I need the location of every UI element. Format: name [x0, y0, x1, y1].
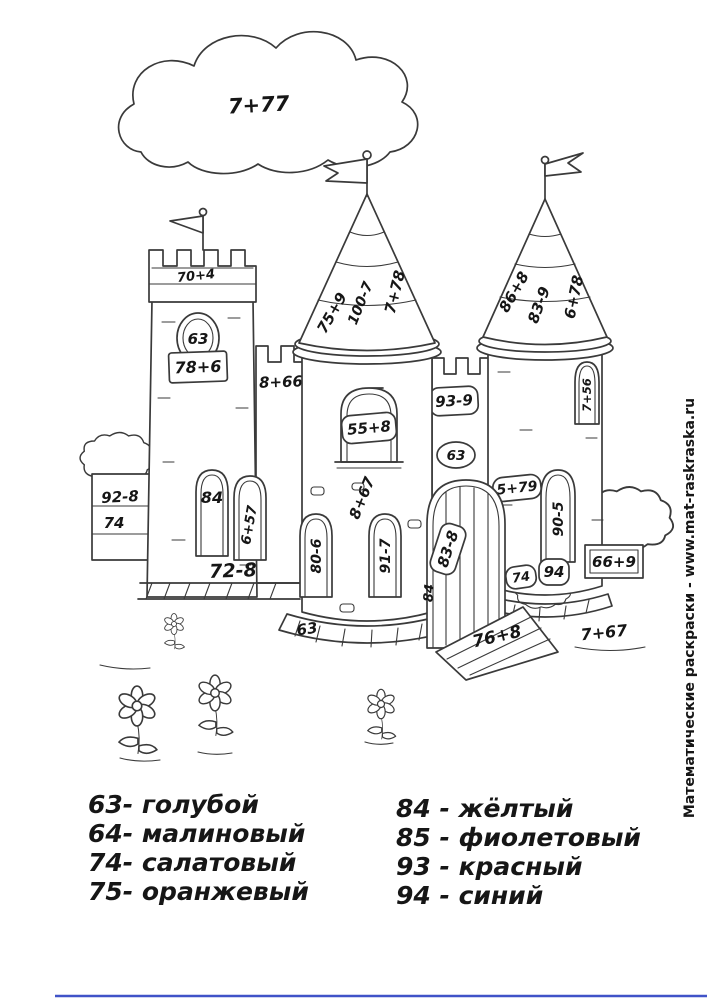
math-label-left-window-a: 84 — [201, 488, 223, 507]
math-label-center-window-top: 55+8 — [346, 417, 391, 439]
cone-roof — [482, 198, 608, 346]
arch-window — [368, 513, 402, 598]
right-tower: 86+8 83-9 6+78 7+56 5+79 90-5 — [476, 152, 614, 622]
color-legend: 63- голубой 64- малиновый 74- салатовый … — [88, 790, 641, 910]
arch-window — [299, 513, 333, 598]
sign-box: 66+9 — [584, 544, 644, 579]
math-label-left-wall: 8+66 — [259, 372, 303, 392]
stone-label: 74 — [504, 564, 538, 590]
flag-icon — [323, 158, 368, 184]
math-label-left-wall-bottom: 72-8 — [209, 559, 257, 583]
math-label-mid-wall: 93-9 — [435, 391, 473, 411]
math-label-left-tower-top: 70+4 — [176, 267, 215, 286]
math-label-gate-oval: 63 — [447, 448, 466, 464]
math-label-slab-bottom: 74 — [104, 514, 125, 532]
cloud-icon: 7+77 — [117, 30, 419, 175]
cone-roof — [298, 193, 436, 352]
math-label-left-sign: 78+6 — [174, 357, 221, 378]
arch-window — [195, 469, 229, 557]
ground-label: 7+67 — [580, 621, 629, 645]
legend-item: 93 - красный — [396, 852, 583, 881]
math-label-slab-top: 92-8 — [101, 487, 139, 507]
flag-icon — [544, 152, 584, 177]
legend-item: 84 - жёлтый — [396, 794, 573, 823]
gate-door: 83-8 84 — [421, 479, 506, 649]
math-label-sign-box: 66+9 — [592, 553, 636, 571]
arch-window — [540, 469, 576, 563]
math-label-center-window-right: 91-7 — [378, 538, 394, 573]
stone-label: 94 — [538, 558, 570, 586]
left-tower: 70+4 63 78+6 84 6+57 — [146, 207, 267, 598]
math-label-right-small-window: 7+56 — [580, 378, 594, 412]
ground-marks — [99, 664, 394, 762]
math-label-right-ground: 7+67 — [580, 621, 629, 645]
left-slab: 92-8 74 — [91, 473, 151, 561]
arch-window — [574, 361, 600, 425]
ground-line — [574, 646, 646, 652]
math-label-stone-a: 74 — [511, 569, 531, 586]
site-watermark: Математические раскраски - www.mat-raskr… — [682, 398, 698, 818]
left-plinth: 72-8 — [137, 559, 301, 600]
math-label-center-base: 63 — [295, 619, 318, 640]
legend-item: 63- голубой — [88, 790, 259, 819]
legend-item: 94 - синий — [396, 881, 543, 910]
center-tower: 75+9 100-7 7+78 55+8 8+67 80-6 91-7 — [278, 150, 456, 648]
math-label-right-window: 90-5 — [551, 501, 567, 536]
legend-item: 75- оранжевый — [88, 877, 309, 906]
math-label-stone-b: 94 — [544, 563, 565, 581]
math-label-right-body: 5+79 — [496, 478, 539, 498]
oval-cartouche — [436, 441, 476, 469]
math-label-cloud: 7+77 — [227, 91, 290, 118]
arch-window — [233, 475, 267, 561]
legend-item: 64- малиновый — [88, 819, 305, 848]
math-label-left-window-b: 6+57 — [238, 504, 261, 546]
math-label-gate-jamb: 84 — [421, 583, 438, 602]
math-label-center-window-left: 80-6 — [309, 538, 325, 573]
legend-item: 74- салатовый — [88, 848, 296, 877]
math-label-left-oval: 63 — [188, 330, 209, 348]
flag-icon — [169, 215, 204, 234]
legend-item: 85 - фиолетовый — [396, 823, 641, 852]
